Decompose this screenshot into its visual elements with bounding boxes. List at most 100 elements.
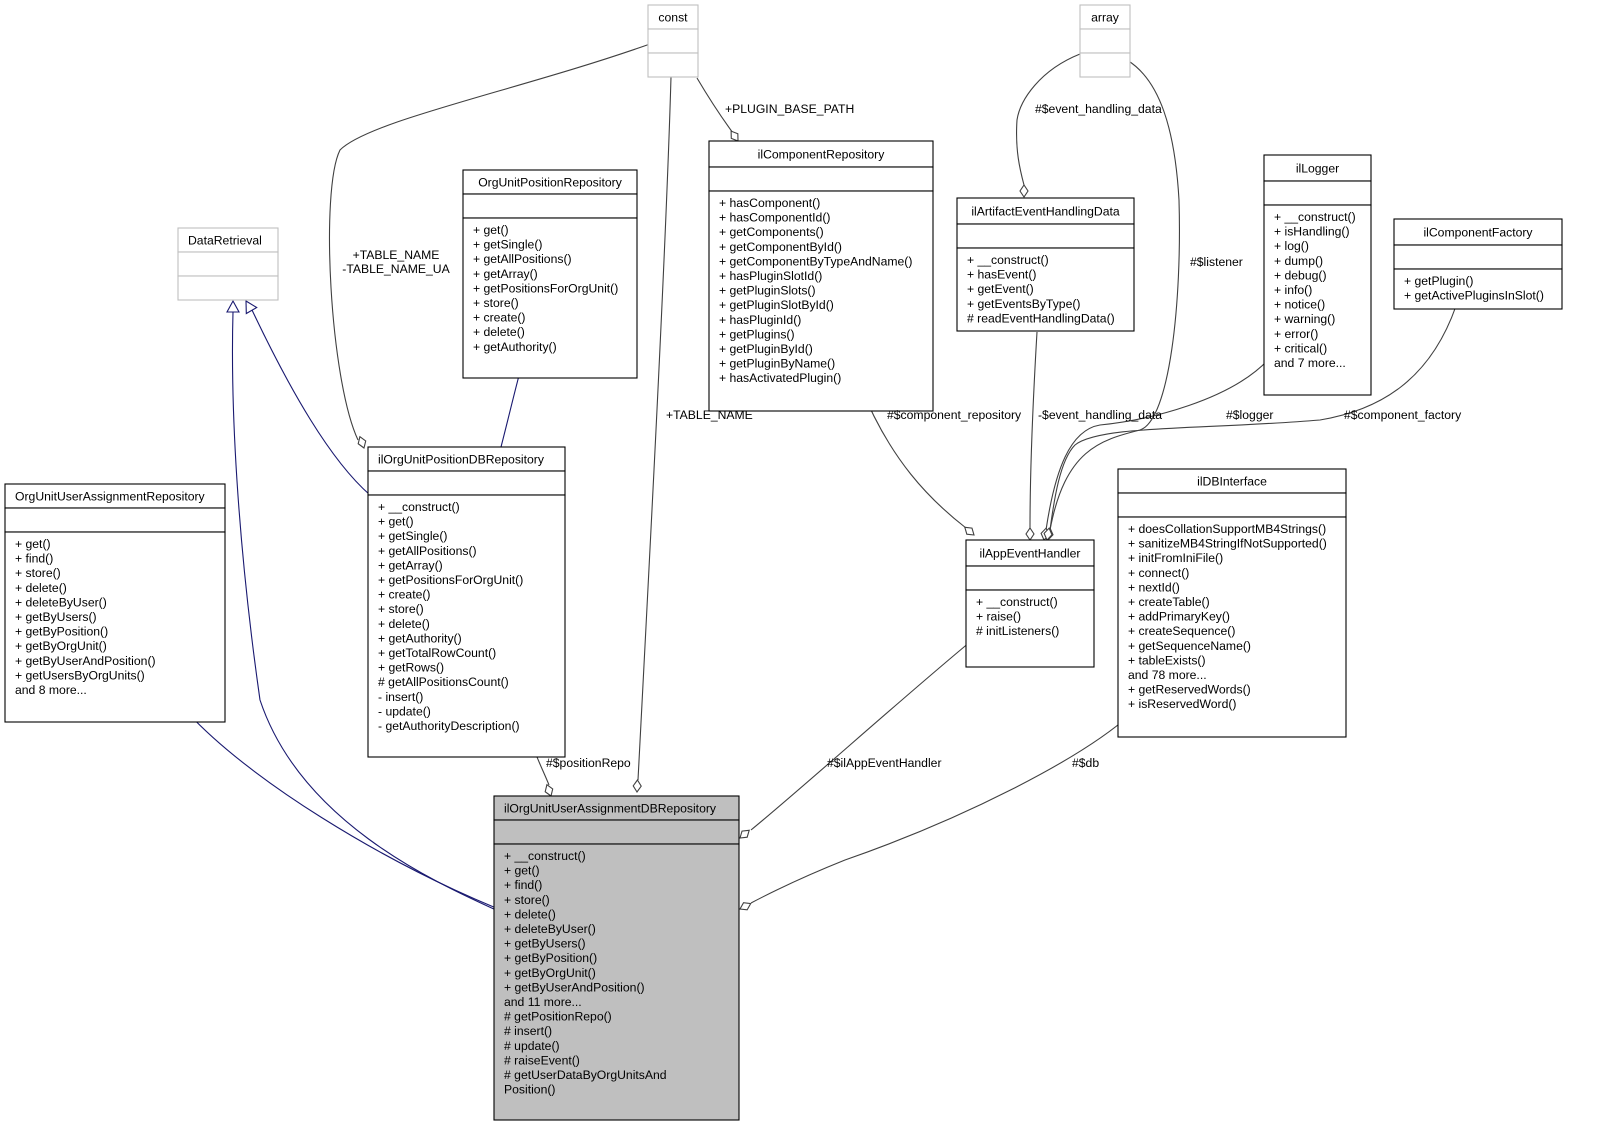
class-il-logger[interactable]: ilLogger+ __construct()+ isHandling()+ l…: [1263, 154, 1372, 396]
class-operation-compartment: [965, 589, 1095, 668]
class-operation: - update(): [378, 704, 431, 718]
class-const[interactable]: const: [647, 4, 699, 78]
class-operation: + getPositionsForOrgUnit(): [473, 281, 618, 295]
class-il-component-factory[interactable]: ilComponentFactory+ getPlugin()+ getActi…: [1393, 218, 1563, 310]
class-operation: + get(): [378, 515, 414, 529]
class-il-org-unit-user-assignment-db-repository[interactable]: ilOrgUnitUserAssignmentDBRepository + __c…: [493, 795, 740, 1121]
class-operation: + getArray(): [473, 267, 538, 281]
class-il-app-event-handler[interactable]: ilAppEventHandler+ __construct()+ raise(…: [965, 539, 1095, 668]
class-operation: + warning(): [1274, 312, 1335, 326]
class-operation: Position(): [504, 1083, 555, 1097]
class-operation: + hasPluginSlotId(): [719, 269, 822, 283]
class-operation: + getEvent(): [967, 282, 1034, 296]
class-attribute-compartment: [4, 507, 226, 533]
class-operation: + initFromIniFile(): [1128, 551, 1223, 565]
class-il-component-repository[interactable]: ilComponentRepository+ hasComponent()+ h…: [708, 140, 934, 412]
class-operation: + isReservedWord(): [1128, 697, 1236, 711]
class-name: array: [1091, 11, 1120, 25]
class-operation: + __construct(): [504, 849, 586, 863]
class-attribute-compartment: [1393, 244, 1563, 270]
edge-dbinterface-to-outer: [750, 713, 1132, 904]
class-operation: + tableExists(): [1128, 653, 1206, 667]
class-operation: # readEventHandlingData(): [967, 311, 1115, 325]
class-operation: + doesCollationSupportMB4Strings(): [1128, 522, 1326, 536]
class-operation: + getUsersByOrgUnits(): [15, 668, 145, 682]
edge-inherit-positiondb-to-positionrepo: [500, 367, 522, 448]
class-operation: + getSingle(): [378, 529, 447, 543]
edge-appevent-to-outer: [750, 641, 971, 831]
edge-inherit-positionrepo-to-dataretrieval: [251, 309, 371, 496]
class-operation: + getTotalRowCount(): [378, 646, 496, 660]
class-operation: + getActivePluginsInSlot(): [1404, 289, 1544, 303]
class-name-compartment: [647, 4, 699, 30]
class-il-org-unit-position-db-repository[interactable]: ilOrgUnitPositionDBRepository + __constru…: [367, 446, 566, 758]
class-operation: + delete(): [378, 617, 430, 631]
class-operation: # initListeners(): [976, 624, 1059, 638]
class-name-compartment: [1079, 4, 1131, 30]
class-attribute-compartment: [493, 819, 740, 845]
class-org-unit-user-assignment-repository[interactable]: OrgUnitUserAssignmentRepository+ get()+ …: [4, 483, 226, 723]
class-operation: + find(): [15, 552, 53, 566]
class-name-compartment: [708, 140, 934, 168]
class-operation: + hasComponent(): [719, 196, 820, 210]
class-operation: + getSequenceName(): [1128, 639, 1251, 653]
edge-label-db: #$db: [1072, 756, 1099, 770]
class-name: ilAppEventHandler: [980, 547, 1081, 561]
class-il-db-interface[interactable]: ilDBInterface+ doesCollationSupportMB4St…: [1117, 468, 1347, 738]
class-operation: + deleteByUser(): [504, 922, 596, 936]
class-operation: - insert(): [378, 690, 423, 704]
class-operation: + addPrimaryKey(): [1128, 610, 1230, 624]
class-attribute-compartment: [367, 470, 566, 496]
class-operation: + getByPosition(): [504, 951, 597, 965]
class-operation: and 7 more...: [1274, 356, 1346, 370]
class-operation: + getByUsers(): [504, 937, 586, 951]
class-name-compartment: [956, 197, 1135, 225]
class-operation-compartment: [1117, 516, 1347, 738]
class-operation: + hasEvent(): [967, 268, 1036, 282]
class-operation: + get(): [15, 537, 51, 551]
class-name: ilOrgUnitPositionDBRepository: [378, 453, 545, 467]
edge-label-component-repository: #$component_repository: [887, 408, 1022, 422]
class-operation: + __construct(): [378, 500, 460, 514]
class-operation: + getPlugin(): [1404, 274, 1473, 288]
class-operation: + nextId(): [1128, 580, 1180, 594]
class-operation: + store(): [504, 893, 550, 907]
class-operation-compartment: [367, 494, 566, 758]
class-name: ilLogger: [1296, 162, 1339, 176]
class-operation: + getAllPositions(): [378, 544, 477, 558]
class-attribute-compartment: [1117, 492, 1347, 518]
edge-inherit-outer-to-dataretrieval: [231, 311, 497, 911]
class-name-compartment: [177, 227, 279, 253]
class-org-unit-position-repository[interactable]: OrgUnitPositionRepository+ get()+ getSin…: [462, 169, 638, 379]
class-operation: + getByOrgUnit(): [504, 966, 596, 980]
class-attribute-compartment: [965, 565, 1095, 591]
class-operation-compartment: [1393, 268, 1563, 310]
class-operation: + dump(): [1274, 254, 1323, 268]
class-data-retrieval[interactable]: DataRetrieval: [177, 227, 279, 301]
class-attribute-compartment: [462, 193, 638, 219]
edge-label-event-handling-data: #$event_handling_data: [1035, 102, 1162, 116]
class-operation: + getPluginById(): [719, 342, 813, 356]
class-operation: + create(): [473, 311, 526, 325]
class-il-artifact-event-handling-data[interactable]: ilArtifactEventHandlingData+ __construct…: [956, 197, 1135, 332]
class-operation: + debug(): [1274, 268, 1327, 282]
class-operation: + createTable(): [1128, 595, 1210, 609]
class-operation: + getSingle(): [473, 238, 542, 252]
class-operation: + info(): [1274, 283, 1312, 297]
edge-label-table-name-pair-1: +TABLE_NAME: [353, 248, 440, 262]
class-operation: + getByUsers(): [15, 610, 97, 624]
class-name: const: [658, 11, 688, 25]
class-operation-compartment: [462, 217, 638, 379]
class-operation: + find(): [504, 878, 542, 892]
class-operation: + getByOrgUnit(): [15, 639, 107, 653]
class-name-compartment: [367, 446, 566, 472]
class-name: OrgUnitPositionRepository: [478, 176, 623, 190]
edge-artifactdata-to-appevent: [1029, 331, 1038, 529]
class-operation: + hasActivatedPlugin(): [719, 371, 841, 385]
class-name-compartment: [493, 795, 740, 821]
class-operation: + getPlugins(): [719, 327, 795, 341]
class-array[interactable]: array: [1079, 4, 1131, 78]
class-operation: + critical(): [1274, 341, 1327, 355]
class-operation: + getPluginByName(): [719, 357, 835, 371]
class-name: ilOrgUnitUserAssignmentDBRepository: [504, 802, 717, 816]
